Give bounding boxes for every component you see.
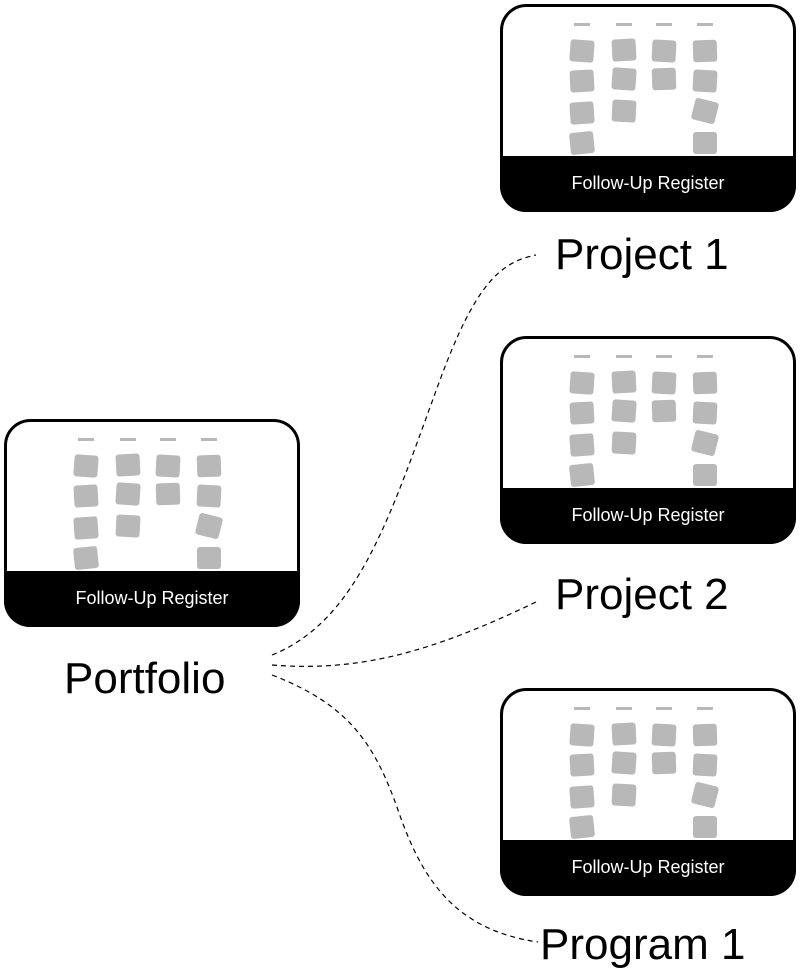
card-footer	[4, 571, 300, 627]
sticky-note	[692, 371, 718, 395]
sticky-note	[691, 98, 719, 124]
sticky-note	[196, 484, 222, 508]
card-caption: Follow-Up Register	[571, 505, 724, 525]
card-caption: Follow-Up Register	[75, 588, 228, 608]
portfolio-label: Portfolio	[64, 654, 226, 703]
connector-portfolio-project-1	[271, 254, 537, 656]
sticky-note	[197, 547, 221, 569]
card-border	[500, 688, 796, 896]
project-1-label: Project 1	[555, 230, 729, 279]
sticky-note	[155, 454, 181, 478]
sticky-note	[693, 816, 717, 838]
sticky-note	[73, 516, 99, 540]
sticky-note	[73, 454, 99, 478]
sticky-note	[611, 370, 637, 394]
card-border	[500, 4, 796, 212]
column-header-mark	[656, 355, 672, 358]
sticky-note	[692, 401, 718, 425]
column-header-mark	[78, 438, 94, 441]
sticky-note	[611, 751, 637, 775]
sticky-note	[569, 433, 595, 457]
project-1-register-card: Follow-Up Register	[500, 4, 796, 212]
sticky-note	[569, 131, 595, 155]
sticky-note	[692, 753, 718, 777]
program-1-register-card: Follow-Up Register	[500, 688, 796, 896]
sticky-note	[115, 482, 141, 506]
column-header-mark	[697, 707, 713, 710]
sticky-note	[691, 782, 719, 808]
sticky-note	[692, 39, 718, 63]
sticky-note	[611, 722, 637, 746]
connectors	[271, 254, 539, 943]
column-header-mark	[574, 707, 590, 710]
column-header-mark	[201, 438, 217, 441]
column-header-mark	[697, 23, 713, 26]
sticky-note	[569, 785, 595, 809]
sticky-note	[651, 39, 677, 63]
column-header-mark	[616, 707, 632, 710]
sticky-note	[196, 454, 222, 478]
sticky-note	[692, 723, 718, 747]
sticky-note	[195, 513, 223, 539]
sticky-note	[569, 723, 595, 747]
sticky-note	[611, 67, 637, 91]
column-header-mark	[656, 23, 672, 26]
sticky-note	[693, 464, 717, 486]
sticky-note	[611, 431, 637, 455]
card-caption: Follow-Up Register	[571, 173, 724, 193]
sticky-note	[73, 546, 99, 570]
sticky-note	[611, 38, 637, 62]
sticky-note	[115, 453, 141, 477]
project-2-label: Project 2	[555, 570, 729, 619]
sticky-note	[692, 69, 718, 93]
card-footer	[500, 840, 796, 896]
sticky-note	[569, 401, 595, 425]
sticky-note	[611, 783, 637, 807]
sticky-note	[651, 399, 677, 423]
column-header-mark	[616, 23, 632, 26]
column-header-mark	[574, 23, 590, 26]
sticky-note	[569, 69, 595, 93]
card-border	[500, 336, 796, 544]
card-footer	[500, 488, 796, 544]
sticky-note	[569, 101, 595, 125]
sticky-note	[693, 132, 717, 154]
card-caption: Follow-Up Register	[571, 857, 724, 877]
sticky-note	[651, 371, 677, 395]
column-header-mark	[120, 438, 136, 441]
column-header-mark	[697, 355, 713, 358]
sticky-note	[155, 482, 181, 506]
sticky-note	[611, 399, 637, 423]
program-1-label: Program 1	[540, 920, 746, 969]
sticky-note	[569, 371, 595, 395]
sticky-note	[115, 514, 141, 538]
card-footer	[500, 156, 796, 212]
column-header-mark	[574, 355, 590, 358]
connector-portfolio-project-2	[271, 601, 537, 667]
column-header-mark	[656, 707, 672, 710]
sticky-note	[651, 723, 677, 747]
sticky-note	[569, 463, 595, 487]
sticky-note	[691, 430, 719, 456]
sticky-note	[651, 67, 677, 91]
column-header-mark	[616, 355, 632, 358]
portfolio-register-card: Follow-Up Register	[4, 419, 300, 627]
column-header-mark	[160, 438, 176, 441]
sticky-note	[569, 39, 595, 63]
sticky-note	[73, 484, 99, 508]
project-2-register-card: Follow-Up Register	[500, 336, 796, 544]
sticky-note	[569, 753, 595, 777]
connector-portfolio-program-1	[271, 674, 539, 943]
sticky-note	[651, 751, 677, 775]
sticky-note	[611, 99, 637, 123]
card-border	[4, 419, 300, 627]
sticky-note	[569, 815, 595, 839]
